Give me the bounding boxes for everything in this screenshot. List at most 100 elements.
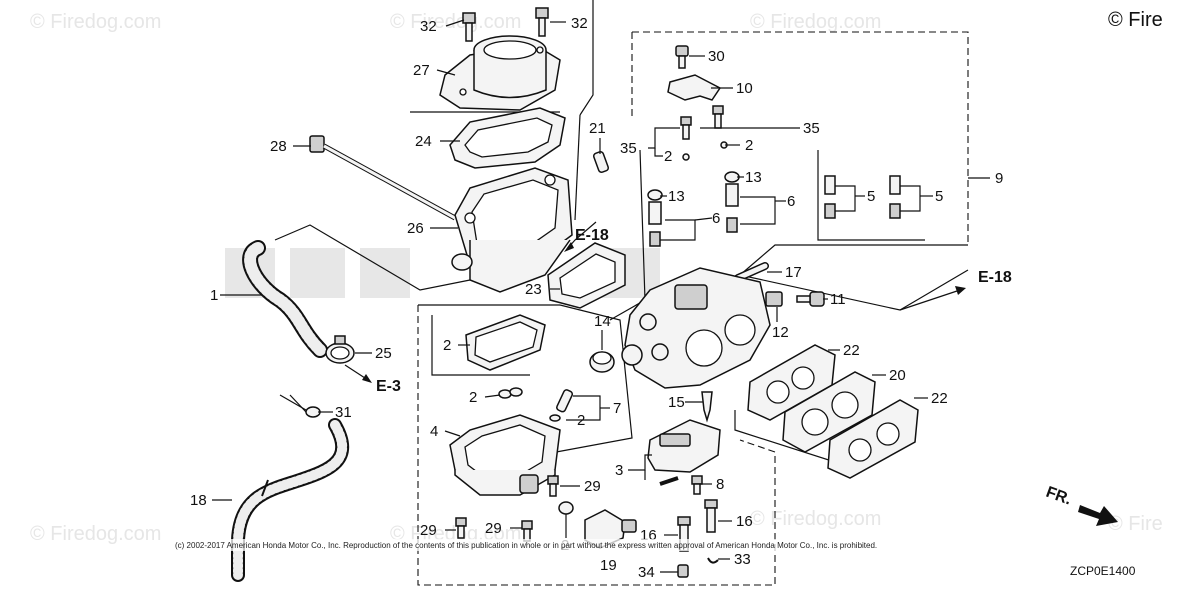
clip-33 xyxy=(707,557,719,564)
gasket-22-upper xyxy=(747,344,836,421)
callout-6-right: 6 xyxy=(787,193,795,210)
ref-e3: E-3 xyxy=(376,378,401,395)
watermark-corner-bottom: © Fire xyxy=(1108,513,1163,535)
shaft-17 xyxy=(734,262,769,282)
float-chamber-4 xyxy=(449,414,561,496)
callout-5-left: 5 xyxy=(867,188,875,205)
callout-16-right: 16 xyxy=(736,513,753,530)
float-3 xyxy=(647,419,721,486)
hose-frame-line xyxy=(274,224,471,291)
bolt-32-left xyxy=(462,12,476,42)
callout-2-left-35: 2 xyxy=(664,148,672,165)
callout-25: 25 xyxy=(375,345,392,362)
screw-5-left xyxy=(824,175,836,219)
top-frame-line xyxy=(579,0,594,116)
callout-29-left: 29 xyxy=(420,522,437,539)
callout-2-oring: 2 xyxy=(469,389,477,406)
callout-5-right: 5 xyxy=(935,188,943,205)
callout-2-gasket: 2 xyxy=(443,337,451,354)
callout-12: 12 xyxy=(772,324,789,341)
gasket-bracket xyxy=(734,410,861,471)
callout-2-right-35: 2 xyxy=(745,137,753,154)
callout-20: 20 xyxy=(889,367,906,384)
gasket-23 xyxy=(547,242,626,309)
screw-29-right xyxy=(521,520,533,542)
ref-e18-right: E-18 xyxy=(978,269,1012,286)
pilot-screw-35-right xyxy=(712,105,728,149)
diagram-code: ZCP0E1400 xyxy=(1070,564,1136,578)
copyright-backdrop xyxy=(172,539,1008,551)
float-chamber-bracket xyxy=(539,304,633,456)
copyright-notice: (c) 2002-2017 American Honda Motor Co., … xyxy=(175,541,877,550)
callout-26: 26 xyxy=(407,220,424,237)
long-bolt-28 xyxy=(309,135,457,221)
jet-assembly-6-right xyxy=(724,171,740,233)
cutoff-solenoid-19 xyxy=(584,509,637,549)
pilot-screw-35-left xyxy=(680,116,692,161)
float-valve-15 xyxy=(701,391,713,423)
screw-8 xyxy=(691,475,703,495)
group-lower-outline xyxy=(417,305,776,586)
callout-22-lower: 22 xyxy=(931,390,948,407)
callout-3: 3 xyxy=(615,462,623,479)
callout-27: 27 xyxy=(413,62,430,79)
callout-11: 11 xyxy=(830,291,846,308)
callout-21: 21 xyxy=(589,120,606,137)
gasket-20 xyxy=(782,371,876,453)
group-9-bottom xyxy=(739,244,968,276)
screw-30 xyxy=(675,45,689,69)
leader-lines xyxy=(212,19,990,573)
watermark-3: © Firedog.com xyxy=(750,11,881,33)
callout-15: 15 xyxy=(668,394,685,411)
callout-35-right: 35 xyxy=(803,120,820,137)
callout-8: 8 xyxy=(716,476,724,493)
callout-35-left: 35 xyxy=(620,140,637,157)
screw-11 xyxy=(796,291,825,307)
jet-21 xyxy=(592,150,610,174)
callout-22-upper: 22 xyxy=(843,342,860,359)
callout-14: 14 xyxy=(594,313,611,330)
breather-tube-18 xyxy=(231,418,349,582)
callout-19: 19 xyxy=(600,557,617,574)
callout-28: 28 xyxy=(270,138,287,155)
watermark-6: © Firedog.com xyxy=(750,508,881,530)
callout-6-left: 6 xyxy=(712,210,720,227)
top-frame-line-2 xyxy=(574,114,581,221)
callout-1: 1 xyxy=(210,287,218,304)
group-5-bracket xyxy=(817,150,925,241)
solenoid-12 xyxy=(765,291,783,307)
watermark-corner-top: © Fire xyxy=(1108,9,1163,31)
callout-18: 18 xyxy=(190,492,207,509)
screw-29-left xyxy=(455,517,467,539)
bolt-32-right xyxy=(535,7,549,37)
callout-17: 17 xyxy=(785,264,802,281)
hose-1 xyxy=(242,240,328,358)
callout-32-left: 32 xyxy=(420,18,437,35)
bolt-16-right xyxy=(704,499,718,533)
callout-31: 31 xyxy=(335,404,352,421)
nut-34 xyxy=(677,564,689,578)
callout-numbers: 32 32 27 24 28 26 1 25 31 18 23 21 30 10… xyxy=(190,15,1003,581)
callout-29-right: 29 xyxy=(485,520,502,537)
intake-elbow-27 xyxy=(439,35,561,111)
o-ring-2 xyxy=(498,387,523,399)
callout-24: 24 xyxy=(415,133,432,150)
watermark-4: © Firedog.com xyxy=(30,523,161,545)
clip-31 xyxy=(279,394,321,418)
gasket-22-lower xyxy=(827,399,919,479)
callout-33: 33 xyxy=(734,551,751,568)
jet-assembly-6-left xyxy=(647,189,663,247)
ref-e18-top: E-18 xyxy=(575,227,609,244)
plate-10 xyxy=(667,74,722,101)
screw-5-right xyxy=(889,175,901,219)
callout-4: 4 xyxy=(430,423,438,440)
gasket-2-float xyxy=(465,314,546,371)
callout-30: 30 xyxy=(708,48,725,65)
needle-valve-7 xyxy=(556,389,574,413)
clamp-25 xyxy=(325,335,355,364)
front-direction-arrow xyxy=(1078,505,1118,526)
callout-23: 23 xyxy=(525,281,542,298)
washer-2 xyxy=(558,501,574,515)
